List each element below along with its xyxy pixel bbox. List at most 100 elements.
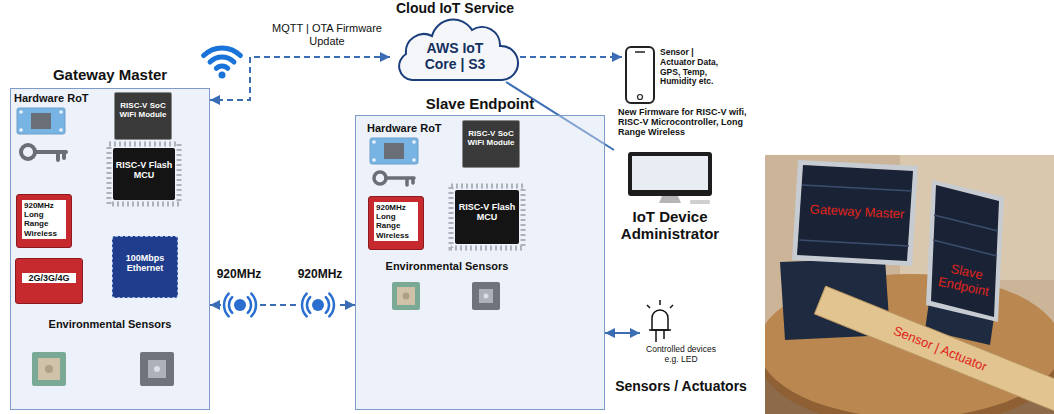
board-label: 920MHz Long Range Wireless: [374, 202, 418, 241]
led-icon: [652, 310, 668, 330]
radio-icon: [326, 297, 329, 313]
device-note: Sensor | Actuator Data, GPS, Temp, Humid…: [660, 48, 730, 87]
led-icon: [663, 330, 665, 339]
lora-board: 920MHz Long Range Wireless: [368, 196, 424, 250]
frequency-label: 920MHz: [295, 268, 345, 282]
box-heading: Gateway Master: [10, 66, 210, 83]
phone-icon: [626, 47, 654, 103]
admin-workstation: IoT Device Administrator: [610, 150, 730, 248]
photo-label: Sensor | Actuator: [882, 320, 999, 379]
radio-icon: [329, 294, 334, 317]
photo-label: Gateway Master: [800, 202, 915, 223]
gateway-box: Gateway MasterHardware RoT RISC-V SoC WiF…: [10, 66, 210, 410]
mcu-chip: RISC-V Flash MCU: [455, 190, 519, 244]
led-icon: [655, 330, 657, 342]
radio-icon: [221, 286, 259, 324]
led-icon: [659, 300, 661, 305]
radio-icon: [302, 294, 307, 317]
cloud-service: Cloud IoT ServiceAWS IoT Core | S3: [390, 0, 520, 82]
radio-icon: [299, 286, 337, 324]
radio-icon: [224, 294, 229, 317]
wifi-icon: [216, 66, 227, 68]
wifi-icon: [204, 48, 241, 79]
group-heading: Environmental Sensors: [372, 260, 522, 273]
led-icon: [649, 329, 671, 331]
cellular-board: 2G/3G/4G: [15, 258, 83, 304]
setup-photo: [931, 185, 999, 317]
wifi-icon: [204, 48, 241, 56]
device-heading: IoT Device Administrator: [610, 208, 730, 243]
service-name: AWS IoT Core | S3: [411, 40, 499, 72]
box-frame: [10, 88, 210, 410]
mcu-pins: [451, 186, 523, 248]
mcu-pins: [109, 144, 179, 204]
frequency-label: 920MHz: [214, 268, 264, 282]
ethernet-board: 100Mbps Ethernet: [112, 236, 178, 298]
radio-icon: [248, 297, 251, 313]
monitor-icon: [632, 156, 708, 190]
monitor-icon: [659, 196, 681, 203]
slave-box: Slave EndpointHardware RoT RISC-V SoC WiF…: [355, 95, 605, 410]
wifi-chip: RISC-V SoC WiFi Module: [114, 92, 172, 140]
device-note: Controlled devices e.g. LED: [640, 345, 722, 365]
radio-icon: [302, 294, 334, 317]
radio-icon: [229, 297, 232, 313]
part-label: Hardware RoT: [367, 122, 445, 135]
led-icon: [647, 300, 673, 342]
photo-label: Slave Endpoint: [933, 259, 998, 301]
board-label: 2G/3G/4G: [22, 273, 76, 283]
board-label: 100Mbps Ethernet: [116, 253, 174, 274]
setup-photo: [933, 240, 997, 256]
setup-photo: [765, 155, 1054, 414]
cloud-heading: Cloud IoT Service: [378, 0, 532, 16]
edge-label: MQTT | OTA Firmware Update: [262, 22, 392, 47]
setup-photo: [926, 180, 1004, 322]
radio-icon: [312, 299, 324, 311]
box-heading: Slave Endpoint: [355, 95, 605, 112]
radio-icon: [299, 286, 337, 324]
connector: [520, 56, 622, 58]
edge-label: New Firmware for RISC-V wifi, RISC-V Mic…: [618, 108, 768, 138]
phone-icon: [638, 95, 643, 100]
chip-label: RISC-V Flash MCU: [457, 202, 517, 223]
connector: [210, 57, 390, 100]
chip-label: RISC-V SoC WiFi Module: [117, 101, 169, 119]
device-heading: Sensors / Actuators: [607, 378, 755, 394]
connector: [605, 332, 640, 334]
monitor-icon: [628, 152, 712, 196]
lora-board: 920MHz Long Range Wireless: [16, 194, 72, 248]
chip-label: RISC-V Flash MCU: [115, 160, 173, 181]
chip-label: RISC-V SoC WiFi Module: [465, 129, 517, 147]
setup-photo: [792, 160, 918, 266]
radio-icon: [307, 297, 310, 313]
monitor-icon: [690, 200, 710, 204]
radio-icon: [234, 299, 246, 311]
phone-icon: [635, 51, 645, 53]
monitor-icon: [628, 152, 712, 204]
rot-module: Hardware RoT: [366, 120, 446, 192]
phone-icon: [626, 47, 654, 103]
led-icon: [670, 305, 673, 308]
led-icon: [647, 305, 650, 308]
part-label: Hardware RoT: [14, 92, 92, 105]
wifi-icon: [219, 72, 226, 79]
radio-icon: [224, 294, 256, 317]
setup-photo: [814, 286, 1054, 411]
sensor-group: Environmental Sensors: [372, 258, 522, 318]
radio-icon: [251, 294, 256, 317]
board-label: 920MHz Long Range Wireless: [22, 200, 66, 239]
sensor-group: Environmental Sensors: [20, 316, 200, 400]
rot-module: Hardware RoT: [13, 90, 93, 168]
wifi-icon: [210, 57, 234, 62]
phone-device: Sensor | Actuator Data, GPS, Temp, Humid…: [622, 44, 732, 108]
setup-photo: [934, 215, 998, 231]
group-heading: Environmental Sensors: [20, 318, 200, 331]
setup-photo: [802, 185, 912, 191]
actuator-device: Controlled devices e.g. LEDSensors / Act…: [640, 303, 722, 375]
wifi-chip: RISC-V SoC WiFi Module: [462, 120, 520, 168]
mcu-chip: RISC-V Flash MCU: [113, 148, 175, 200]
radio-icon: [221, 286, 259, 324]
cloud-outline: [399, 20, 518, 80]
